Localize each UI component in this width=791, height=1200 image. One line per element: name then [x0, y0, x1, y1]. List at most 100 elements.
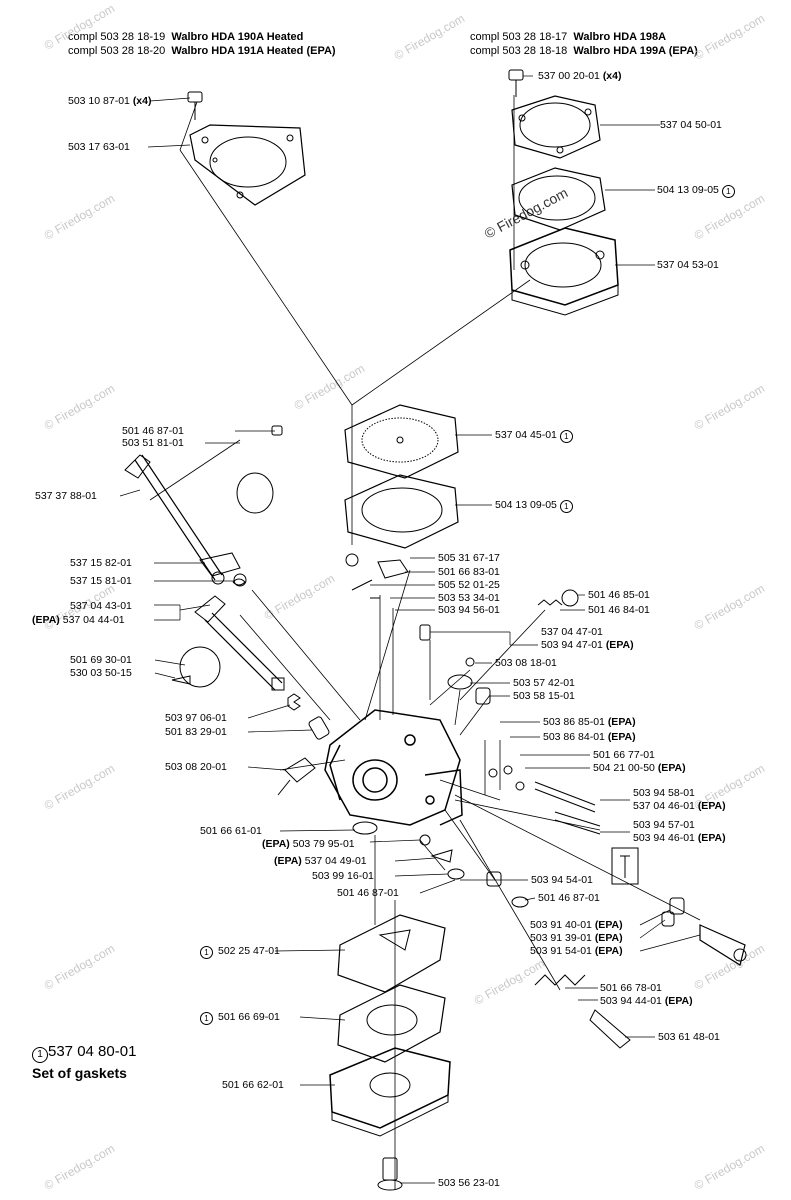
part-label: 503 97 06-01 — [165, 712, 227, 724]
part-label: 503 10 87-01 (x4) — [68, 95, 152, 107]
screw-top-left — [187, 91, 203, 120]
mixture-needles — [488, 765, 601, 835]
header-description: Walbro HDA 199A (EPA) — [573, 45, 698, 57]
throttle-spring — [287, 693, 330, 740]
header-description: Walbro HDA 198A — [573, 31, 667, 43]
part-label: 503 94 58-01 — [633, 787, 695, 799]
part-label: 503 94 46-01 (EPA) — [633, 832, 726, 844]
fuel-inlet-fitting — [277, 757, 316, 796]
tool-icon — [611, 847, 639, 885]
header-part-number: compl 503 28 18-20 — [68, 45, 166, 57]
metering-cover — [329, 1047, 451, 1137]
leader-lines — [119, 75, 701, 1184]
part-label: 530 03 50-15 — [70, 667, 132, 679]
gasket-set-marker: 1 — [721, 185, 735, 198]
limiter-caps — [486, 871, 685, 927]
part-label: 503 94 44-01 (EPA) — [600, 995, 693, 1007]
part-label: 537 04 53-01 — [657, 259, 719, 271]
part-label: 503 91 40-01 (EPA) — [530, 919, 623, 931]
part-label: 501 46 87-01 — [538, 892, 600, 904]
choke-lever — [199, 552, 247, 587]
top-right-plate — [511, 95, 601, 159]
part-label: 537 37 88-01 — [35, 490, 97, 502]
part-label: 537 04 50-01 — [660, 119, 722, 131]
part-label: 537 15 82-01 — [70, 557, 132, 569]
part-label: 501 69 30-01 — [70, 654, 132, 666]
choke-valve-disc — [236, 425, 283, 514]
gasket-set-marker: 1 — [559, 430, 573, 443]
part-label: 503 99 16-01 — [312, 870, 374, 882]
throttle-valve-disc — [171, 646, 221, 688]
part-label: 537 04 47-01 — [541, 626, 603, 638]
gasket-set-marker: 1 — [32, 1047, 48, 1063]
header-description: Walbro HDA 190A Heated — [171, 31, 304, 43]
part-label: 537 04 43-01 — [70, 600, 132, 612]
part-label: (EPA) 503 79 95-01 — [262, 838, 355, 850]
top-right-gasket — [511, 167, 606, 231]
adjuster-lever — [699, 924, 747, 966]
part-label: 503 86 84-01 (EPA) — [543, 731, 636, 743]
part-label: 537 00 20-01 (x4) — [538, 70, 622, 82]
part-label: 501 46 87-01 — [337, 887, 399, 899]
part-label: 503 86 85-01 (EPA) — [543, 716, 636, 728]
gasket-set-marker: 1 — [200, 946, 213, 959]
metering-gasket — [337, 914, 446, 993]
header-right-line-2: compl 503 28 18-18 Walbro HDA 199A (EPA) — [470, 44, 698, 58]
part-label: (EPA) 537 04 49-01 — [274, 855, 367, 867]
idle-spring-screw — [534, 974, 631, 1049]
part-label: (EPA) 537 04 44-01 — [32, 614, 125, 626]
header-left-line-1: compl 503 28 18-19 Walbro HDA 190A Heate… — [68, 30, 303, 44]
carburetor-body — [324, 709, 463, 826]
part-label: 503 94 47-01 (EPA) — [541, 639, 634, 651]
header-part-number: compl 503 28 18-17 — [470, 31, 568, 43]
metering-diaphragm — [337, 984, 446, 1063]
part-label: 503 61 48-01 — [658, 1031, 720, 1043]
part-label: 537 04 46-01 (EPA) — [633, 800, 726, 812]
pump-gasket — [344, 474, 459, 549]
part-label: 503 08 18-01 — [495, 657, 557, 669]
part-label: 503 57 42-01 — [513, 677, 575, 689]
part-label: 501 46 85-01 — [588, 589, 650, 601]
part-label: 503 53 34-01 — [438, 592, 500, 604]
part-label: 503 94 57-01 — [633, 819, 695, 831]
screw-top-right — [508, 69, 524, 97]
part-label: 501 66 62-01 — [222, 1079, 284, 1091]
part-label: 503 08 20-01 — [165, 761, 227, 773]
part-label: 503 17 63-01 — [68, 141, 130, 153]
throttle-shaft — [194, 595, 285, 691]
part-label: 501 46 84-01 — [588, 604, 650, 616]
part-label: 501 46 87-01 — [122, 425, 184, 437]
part-label: 501 83 29-01 — [165, 726, 227, 738]
part-label: 537 15 81-01 — [70, 575, 132, 587]
header-part-number: compl 503 28 18-19 — [68, 31, 166, 43]
part-label: 504 21 00-50 (EPA) — [593, 762, 686, 774]
part-label: 505 31 67-17 — [438, 552, 500, 564]
part-label: 503 94 56-01 — [438, 604, 500, 616]
gasket-set-marker: 1 — [200, 1012, 213, 1025]
part-label: 503 91 54-01 (EPA) — [530, 945, 623, 957]
assembly-lines — [149, 95, 701, 1190]
part-label: 503 94 54-01 — [531, 874, 593, 886]
choke-shaft — [124, 454, 225, 585]
part-label: 503 56 23-01 — [438, 1177, 500, 1189]
pump-diaphragm — [344, 404, 459, 479]
gasket-set-marker: 1 — [559, 500, 573, 513]
part-label: 501 66 83-01 — [438, 566, 500, 578]
part-label: 501 66 78-01 — [600, 982, 662, 994]
header-right-line-1: compl 503 28 18-17 Walbro HDA 198A — [470, 30, 666, 44]
legend-title: Set of gaskets — [32, 1065, 127, 1081]
part-label: 503 91 39-01 (EPA) — [530, 932, 623, 944]
cover-screw — [377, 1157, 403, 1191]
part-label: 505 52 01-25 — [438, 579, 500, 591]
part-label: 501 66 77-01 — [593, 749, 655, 761]
header-part-number: compl 503 28 18-18 — [470, 45, 568, 57]
top-left-gasket — [189, 124, 306, 206]
